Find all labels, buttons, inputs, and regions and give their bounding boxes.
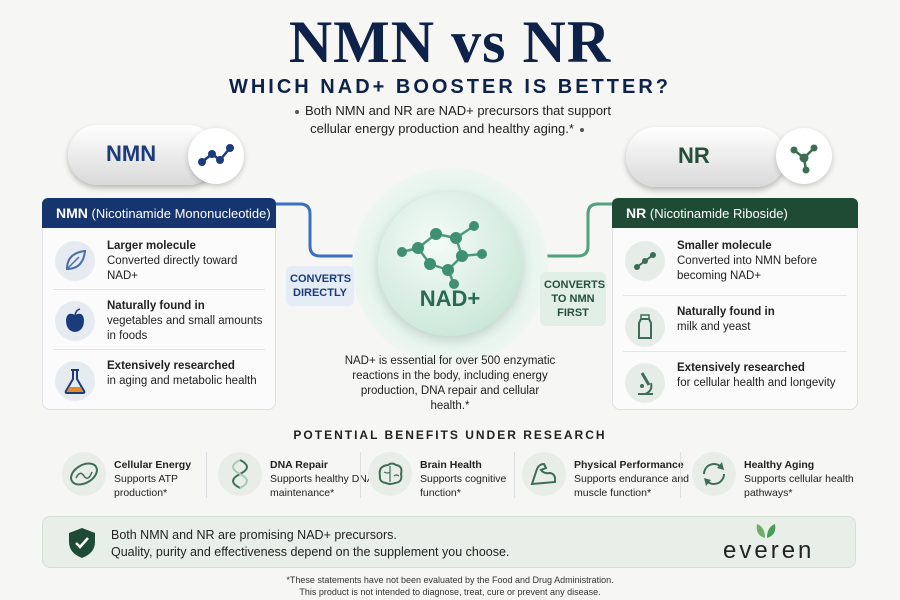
item-text: vegetables and small amounts in foods <box>107 315 263 342</box>
item-text: milk and yeast <box>677 321 751 333</box>
page-title: NMN vs NR <box>288 9 612 75</box>
benefits-title: POTENTIAL BENEFITS UNDER RESEARCH <box>293 428 607 442</box>
item-text: in aging and metabolic health <box>107 375 257 387</box>
summary-bar: Both NMN and NR are promising NAD+ precu… <box>42 516 856 568</box>
leaf-icon <box>55 241 95 281</box>
item-bold: Naturally found in <box>107 300 205 312</box>
nmn-capsule-label: NMN <box>106 141 157 166</box>
divider <box>623 295 847 296</box>
nad-molecule-icon <box>397 221 487 289</box>
nr-capsule: NR <box>626 127 786 187</box>
nmn-panel-title-full: (Nicotinamide Mononucleotide) <box>91 206 271 221</box>
muscle-arm-icon <box>522 452 566 496</box>
bullet-icon <box>295 109 299 114</box>
benefit-title: Physical Performance <box>574 459 684 471</box>
nmn-panel-header: NMN (Nicotinamide Mononucleotide) <box>42 198 276 228</box>
divider <box>623 351 847 352</box>
disclaimer-line-2: This product is not intended to diagnose… <box>299 587 601 597</box>
brand-leaf-icon <box>756 524 776 538</box>
benefit-text: Supports cellular health pathways* <box>744 473 854 499</box>
nmn-molecule-icon <box>188 128 244 184</box>
divider <box>206 452 207 498</box>
flask-icon <box>55 361 95 401</box>
brain-icon <box>368 452 412 496</box>
mitochondria-icon <box>62 452 106 496</box>
benefit-text: Supports cognitive function* <box>420 473 507 499</box>
benefit-title: Healthy Aging <box>744 459 815 471</box>
divider <box>53 289 265 290</box>
divider <box>680 452 681 498</box>
nr-panel-header: NR (Nicotinamide Riboside) <box>612 198 858 228</box>
item-text: for cellular health and longevity <box>677 377 836 389</box>
item-bold: Extensively researched <box>677 362 805 374</box>
item-bold: Smaller molecule <box>677 240 772 252</box>
microscope-icon <box>625 363 665 403</box>
list-item: Naturally found in vegetables and small a… <box>43 293 275 351</box>
summary-text: Both NMN and NR are promising NAD+ precu… <box>111 527 509 561</box>
benefit-text: Supports ATP production* <box>114 473 178 499</box>
intro-text-content: Both NMN and NR are NAD+ precursors that… <box>305 103 611 136</box>
dna-icon <box>218 452 262 496</box>
disclaimer: *These statements have not been evaluate… <box>0 574 900 598</box>
list-item: Naturally found in milk and yeast <box>613 299 857 357</box>
nad-label: NAD+ <box>419 286 481 311</box>
item-bold: Extensively researched <box>107 360 235 372</box>
nr-panel-title-full: (Nicotinamide Riboside) <box>649 206 788 221</box>
benefit-text: Supports endurance and muscle function* <box>574 473 690 499</box>
nad-circle <box>378 192 522 336</box>
list-item: Extensively researched for cellular healt… <box>613 355 857 413</box>
summary-line-2: Quality, purity and effectiveness depend… <box>111 545 510 559</box>
converts-directly-label: CONVERTS DIRECTLY <box>286 266 354 306</box>
milk-bottle-icon <box>625 307 665 347</box>
brand-logo: everen <box>723 537 815 564</box>
list-item: Extensively researched in aging and metab… <box>43 353 275 411</box>
molecule-icon <box>625 241 665 281</box>
bullet-icon <box>579 127 584 132</box>
benefit-title: DNA Repair <box>270 459 328 471</box>
disclaimer-line-1: *These statements have not been evaluate… <box>286 575 614 585</box>
nr-panel-title-abbr: NR <box>626 205 647 221</box>
converts-to-nmn-label: CONVERTS TO NMN FIRST <box>540 272 606 326</box>
item-bold: Larger molecule <box>107 240 196 252</box>
shield-check-icon <box>69 528 95 558</box>
apple-icon <box>55 301 95 341</box>
divider <box>514 452 515 498</box>
item-bold: Naturally found in <box>677 306 775 318</box>
summary-line-1: Both NMN and NR are promising NAD+ precu… <box>111 528 397 542</box>
item-text: Converted into NMN before becoming NAD+ <box>677 255 817 282</box>
nad-description: NAD+ is essential for over 500 enzymatic… <box>344 355 556 412</box>
nr-capsule-label: NR <box>678 143 710 168</box>
nr-panel: NR (Nicotinamide Riboside) Smaller molec… <box>612 198 858 410</box>
benefit-title: Brain Health <box>420 459 482 471</box>
item-text: Converted directly toward NAD+ <box>107 255 238 282</box>
divider <box>53 349 265 350</box>
page-subtitle: WHICH NAD+ BOOSTER IS BETTER? <box>228 76 671 98</box>
cycle-arrows-icon <box>692 452 736 496</box>
divider <box>360 452 361 498</box>
nr-molecule-icon <box>776 128 832 184</box>
benefit-text: Supports healthy DNA maintenance* <box>270 473 374 499</box>
intro-text: Both NMN and NR are NAD+ precursors that… <box>270 102 630 138</box>
nmn-panel: NMN (Nicotinamide Mononucleotide) Larger… <box>42 198 276 410</box>
benefit-title: Cellular Energy <box>114 459 192 471</box>
nmn-panel-title-abbr: NMN <box>56 205 88 221</box>
